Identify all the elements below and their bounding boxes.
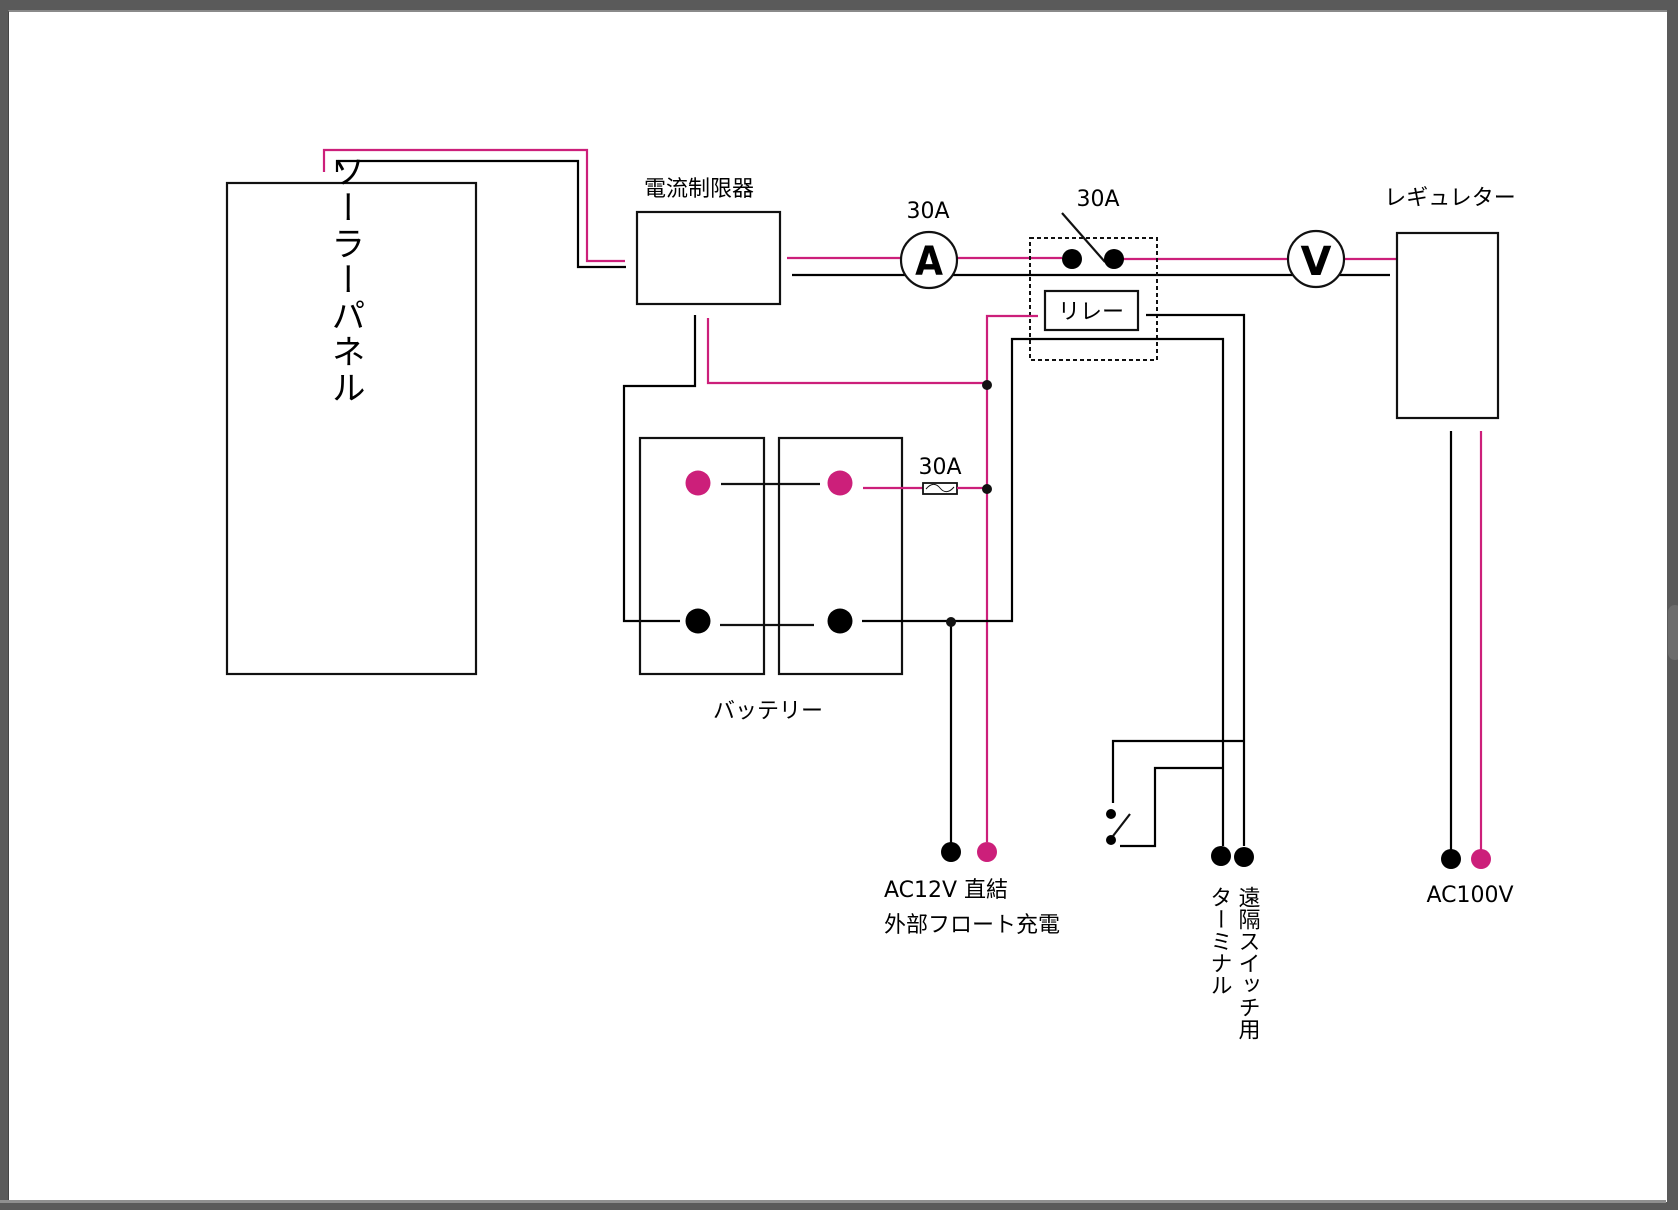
ammeter-rating: 30A: [906, 199, 949, 224]
battery-2-positive-terminal: [827, 470, 853, 496]
breaker-contact-2: [1104, 249, 1124, 269]
battery-2: [777, 436, 904, 676]
controller-negative-to-battery: [622, 315, 697, 623]
battery-fuse: 30A: [918, 455, 962, 495]
scroll-handle[interactable]: [1668, 605, 1678, 660]
page-edge: [0, 1200, 1666, 1203]
ammeter-symbol: A: [915, 239, 943, 285]
voltmeter-circle: [1286, 229, 1346, 289]
battery-1-positive-terminal: [685, 470, 711, 496]
regulator-box: [1395, 231, 1500, 420]
remote-switch-lever: [1112, 813, 1131, 837]
ac12v-negative-terminal: [941, 842, 961, 862]
current-limiter: 電流制限器: [635, 177, 782, 306]
battery-label: バッテリー: [713, 699, 823, 724]
breaker-rating: 30A: [1076, 187, 1119, 212]
ac12v-label-line1: AC12V 直結: [884, 878, 1008, 903]
remote-switch-wire-2: [1120, 766, 1223, 848]
remote-switch-contact-1: [1106, 809, 1116, 819]
ammeter: 30A A: [899, 199, 959, 290]
breaker-contact-1: [1062, 249, 1082, 269]
remote-switch-contact-2: [1106, 835, 1116, 845]
document-page: [8, 10, 1667, 1202]
junction-dot-2: [982, 484, 992, 494]
current-limiter-box: [635, 210, 782, 306]
panel-negative-wire: [335, 159, 626, 269]
relay-to-terminal-wire: [1146, 313, 1246, 846]
relay-label: リレー: [1058, 300, 1124, 325]
ac100v-label: AC100V: [1426, 883, 1513, 908]
regulator-label: レギュレター: [1384, 186, 1516, 211]
relay-enclosure: [1029, 237, 1158, 361]
relay-box: [1043, 289, 1140, 332]
battery-bank: バッテリー: [638, 436, 904, 724]
ac100v-negative-terminal: [1441, 849, 1461, 869]
ammeter-circle: [899, 230, 959, 290]
controller-positive-to-bus: [706, 318, 987, 385]
voltmeter-symbol: V: [1301, 239, 1332, 285]
remote-switch-label: 遠隔スイッチ用: [1235, 886, 1261, 1040]
positive-bus-vertical: [985, 314, 1038, 842]
current-limiter-label: 電流制限器: [644, 177, 754, 202]
relay: リレー: [1043, 289, 1140, 332]
solar-panel-label: ソーラーパネル: [325, 154, 365, 406]
terminal-dot-1: [1211, 846, 1231, 866]
solar-panel: ソーラーパネル: [225, 154, 478, 676]
remote-switch: [1106, 739, 1244, 848]
junction-dot-1: [982, 380, 992, 390]
battery-fuse-rating: 30A: [918, 455, 961, 480]
junction-dot-3: [946, 617, 956, 627]
ac100v-positive-terminal: [1471, 849, 1491, 869]
negative-to-terminal-wire: [862, 337, 1225, 846]
terminal-label: ターミナル: [1207, 886, 1232, 996]
breaker-switch: 30A: [1061, 187, 1124, 269]
solar-panel-box: [225, 181, 478, 676]
battery-2-negative-terminal: [827, 608, 853, 634]
voltmeter: V: [1286, 229, 1346, 289]
fuse-element-icon: [925, 483, 955, 493]
remote-switch-wire-1: [1111, 739, 1244, 803]
regulator: レギュレター: [1384, 186, 1516, 420]
panel-positive-wire: [322, 148, 625, 263]
breaker-lever: [1061, 212, 1106, 263]
ac12v-positive-terminal: [977, 842, 997, 862]
terminal-dot-2: [1234, 847, 1254, 867]
battery-1-negative-terminal: [685, 608, 711, 634]
ac12v-label-line2: 外部フロート充電: [884, 913, 1060, 938]
battery-1: [638, 436, 766, 676]
